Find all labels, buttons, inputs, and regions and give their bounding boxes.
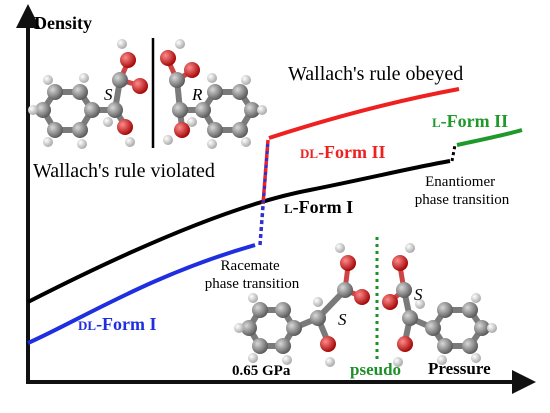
molecule-s-bottom-left: S [234,243,370,367]
l-form-2-label: L-Form II [432,111,508,131]
annotations: Wallach's rule violated Wallach's rule o… [33,63,510,379]
pressure-value-label: 0.65 GPa [232,363,291,379]
pseudo-label: pseudo [350,360,401,379]
racemate-transition-label: Racemate phase transition [205,258,300,292]
top-molecule-pair: S R [28,38,267,149]
racemate-transition-line-red [261,139,270,205]
bottom-molecule-pair: S S [234,237,497,367]
curves [27,87,523,345]
molecule-r-top: R [160,39,267,149]
molecule-s-bottom-right: S [382,243,497,367]
dl-form-1-label: DL-Form I [78,314,157,334]
molecule-s-top: S [28,39,148,149]
molecule-s-bottom-right-label: S [414,285,423,304]
molecule-s-top-label: S [104,85,113,104]
dl-form-2-curve [268,87,460,140]
y-axis-label: Density [34,13,92,33]
dl-form-1-curve [27,243,256,345]
l-form-1-curve [27,159,451,304]
molecule-s-bottom-left-label: S [338,310,347,329]
l-form-1-label: L-Form I [284,197,353,217]
enantiomer-transition-line [450,144,457,162]
wallach-violated-label: Wallach's rule violated [33,160,215,182]
l-form-2-curve [456,128,523,147]
molecule-r-top-label: R [191,85,203,104]
wallach-obeyed-label: Wallach's rule obeyed [288,63,463,85]
enantiomer-transition-label: Enantiomer phase transition [415,174,510,208]
dl-form-2-label: DL-Form II [300,142,386,162]
